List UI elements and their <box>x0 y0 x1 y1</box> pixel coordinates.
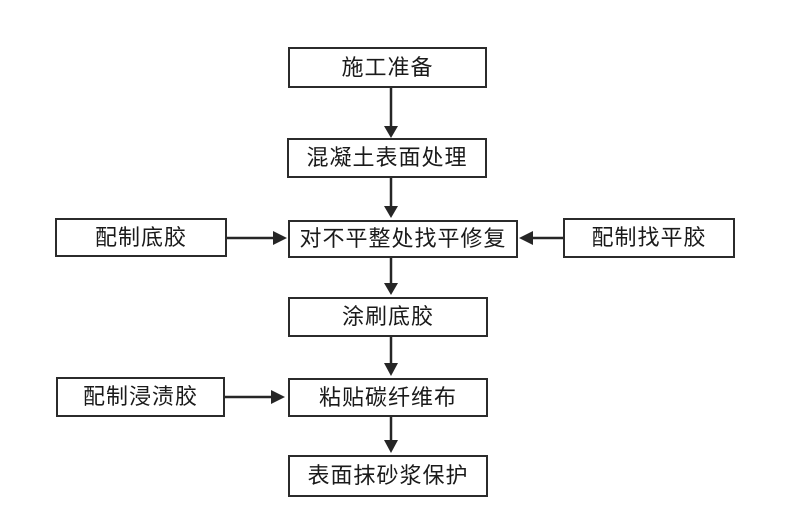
arrow-step3-to-step4 <box>384 258 398 295</box>
flow-step-leveling-repair: 对不平整处找平修复 <box>288 220 518 258</box>
flow-step-construction-preparation: 施工准备 <box>288 47 487 88</box>
flow-step-label: 表面抹砂浆保护 <box>307 463 469 488</box>
flow-step-label: 涂刷底胶 <box>341 304 434 329</box>
arrow-side3-to-step5 <box>225 390 285 404</box>
flow-side-prepare-impregnating-adhesive: 配制浸渍胶 <box>56 377 225 417</box>
flow-step-surface-mortar-protection: 表面抹砂浆保护 <box>288 455 488 497</box>
arrow-side2-to-step3 <box>519 231 563 245</box>
arrow-step5-to-step6 <box>384 417 398 453</box>
flow-side-label: 配制底胶 <box>94 224 187 250</box>
arrow-side1-to-step3 <box>227 231 287 245</box>
flow-side-prepare-leveling-adhesive: 配制找平胶 <box>563 218 735 258</box>
flow-side-prepare-primer: 配制底胶 <box>55 218 227 257</box>
flow-side-label: 配制找平胶 <box>591 225 707 250</box>
flow-step-concrete-surface-treatment: 混凝土表面处理 <box>287 138 487 178</box>
flow-step-paste-carbon-fiber: 粘贴碳纤维布 <box>288 378 488 417</box>
flow-side-label: 配制浸渍胶 <box>82 384 198 409</box>
flow-step-label: 对不平整处找平修复 <box>299 226 507 251</box>
flow-step-label: 施工准备 <box>341 54 434 80</box>
arrow-step2-to-step3 <box>384 178 398 218</box>
arrow-step1-to-step2 <box>384 88 398 138</box>
arrow-step4-to-step5 <box>384 337 398 376</box>
flow-step-label: 混凝土表面处理 <box>306 145 468 170</box>
flow-step-apply-primer: 涂刷底胶 <box>288 297 488 337</box>
flow-step-label: 粘贴碳纤维布 <box>318 384 457 410</box>
